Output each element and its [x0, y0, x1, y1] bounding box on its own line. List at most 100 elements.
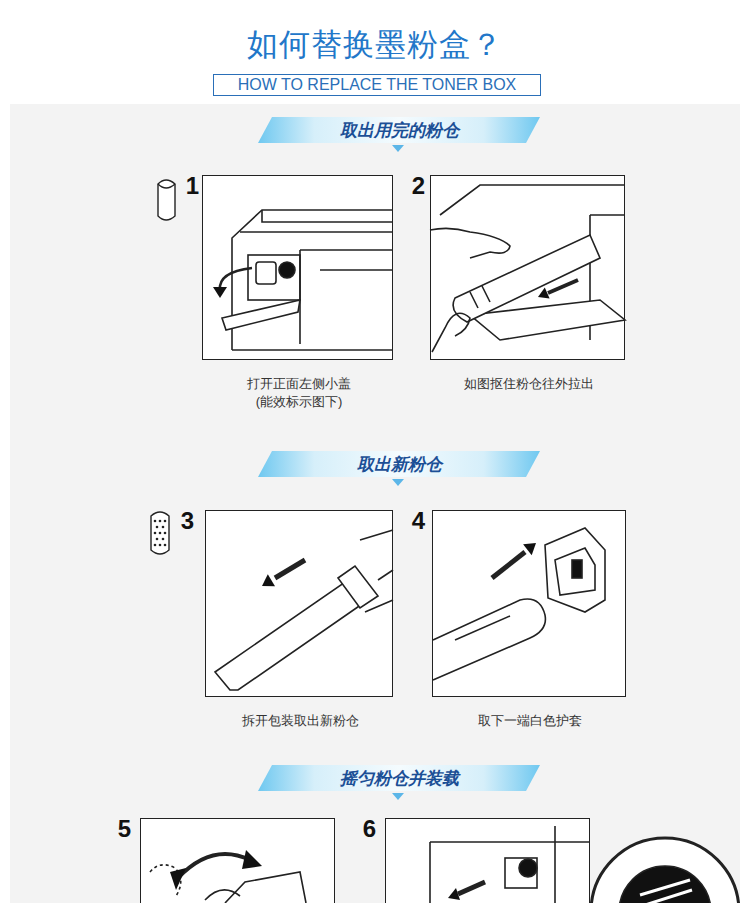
unpack-cartridge — [215, 530, 393, 690]
section-band: 摇匀粉仓并装载 — [258, 765, 540, 791]
remove-cap-part — [572, 560, 582, 578]
copier-open-lid-part — [300, 250, 392, 344]
new-cartridge-icon — [151, 512, 169, 554]
new-cartridge-icon-part-part — [164, 544, 167, 547]
new-cartridge-icon-part — [151, 512, 169, 554]
unpack-cartridge-part — [378, 570, 393, 580]
unpack-cartridge-part — [262, 574, 275, 586]
subtitle-text: HOW TO REPLACE THE TONER BOX — [238, 77, 517, 93]
copier-pull-cartridge-part — [430, 228, 510, 258]
section-heading: 取出用完的粉仓 — [340, 122, 459, 139]
step-number: 6 — [363, 817, 376, 841]
step-number: 1 — [186, 174, 199, 198]
shake-cartridge-part — [170, 868, 186, 890]
band-fill — [258, 117, 540, 143]
section-heading: 摇匀粉仓并装载 — [340, 770, 459, 787]
remove-cap-part — [433, 599, 545, 680]
new-cartridge-icon-part-part — [154, 520, 157, 523]
panel-fill-part — [385, 818, 590, 903]
band-fill — [258, 451, 540, 477]
shake-cartridge-part — [242, 850, 262, 869]
step-panel: 3拆开包装取出新粉仓 — [205, 510, 393, 697]
step-number: 5 — [118, 817, 131, 841]
remove-cap-part — [545, 528, 605, 612]
install-cartridge-part — [448, 888, 460, 900]
remove-cap-part — [555, 548, 595, 595]
unpack-cartridge-part — [275, 560, 305, 578]
copier-open-lid — [213, 210, 392, 350]
copier-pull-cartridge-part — [432, 313, 470, 352]
shake-cartridge — [150, 850, 306, 903]
section-heading: 取出新粉仓 — [357, 456, 442, 473]
install-cartridge-part — [505, 858, 537, 888]
unpack-cartridge-part — [215, 580, 365, 690]
step-caption: 如图抠住粉仓往外拉出 — [439, 375, 619, 393]
step-caption: 拆开包装取出新粉仓 — [210, 712, 390, 730]
copier-open-lid-part — [240, 231, 392, 233]
band-fill — [258, 765, 540, 791]
new-cartridge-icon-part-part — [164, 520, 167, 523]
panel-fill-part — [432, 510, 626, 697]
section-band: 取出用完的粉仓 — [258, 117, 540, 143]
panel-fill — [140, 175, 626, 903]
copier-open-lid-part — [232, 349, 392, 351]
band-pointer-part — [392, 145, 404, 152]
new-cartridge-icon-part — [154, 520, 167, 547]
install-cartridge-part — [458, 882, 485, 894]
copier-open-lid-part — [232, 210, 392, 350]
new-cartridge-icon-part-part — [154, 544, 157, 547]
copier-pull-cartridge-part — [453, 235, 600, 322]
install-cartridge-part — [591, 838, 739, 903]
install-cartridge-part — [619, 866, 711, 903]
new-cartridge-icon-part-part — [159, 544, 162, 547]
step-caption: 打开正面左侧小盖 (能效标示图下) — [243, 375, 355, 411]
cartridge-icon-part — [158, 184, 175, 188]
copier-open-lid-part — [220, 268, 252, 290]
panel-fill-part — [202, 175, 393, 360]
step-number: 2 — [412, 174, 425, 198]
copier-pull-cartridge-part — [440, 185, 625, 215]
cartridge-icon-part — [158, 180, 175, 220]
remove-cap-part — [455, 616, 510, 640]
copier-open-lid-part — [222, 300, 300, 330]
install-cartridge — [430, 826, 739, 903]
new-cartridge-icon-part-part — [162, 526, 165, 529]
step-panel: 5 — [140, 818, 335, 903]
step-panel: 4取下一端白色护套 — [432, 510, 626, 697]
step-panel: 6 — [385, 818, 590, 903]
new-cartridge-icon-part-part — [156, 526, 159, 529]
copier-pull-cartridge-part — [470, 286, 490, 308]
cartridge-icon — [158, 180, 175, 220]
remove-cap-part — [492, 552, 525, 578]
new-cartridge-icon-part-part — [154, 532, 157, 535]
new-cartridge-icon-part-part — [159, 520, 162, 523]
copier-open-lid-part — [262, 210, 392, 222]
shake-cartridge-part — [205, 890, 240, 900]
remove-cap — [433, 528, 605, 680]
copier-pull-cartridge-part — [548, 280, 578, 293]
page-title: 如何替换墨粉盒？ — [0, 26, 750, 63]
band-pointer-part — [392, 793, 404, 800]
panel-ground — [10, 104, 740, 903]
panel-fill-part — [140, 818, 335, 903]
step-number: 3 — [181, 509, 194, 533]
step-panel: 2如图抠住粉仓往外拉出 — [430, 175, 625, 360]
section-band: 取出新粉仓 — [258, 451, 540, 477]
copier-pull-cartridge-part — [538, 288, 550, 299]
shake-cartridge-part — [225, 872, 306, 903]
remove-cap-part — [523, 543, 536, 555]
step-caption: 取下一端白色护套 — [440, 712, 620, 730]
panel-fill-part — [205, 510, 393, 697]
panel-fill-part — [430, 175, 625, 360]
new-cartridge-icon-part-part — [164, 532, 167, 535]
step-number: 4 — [412, 509, 425, 533]
install-cartridge-part — [640, 880, 692, 903]
copier-open-lid-part — [248, 255, 300, 300]
copier-open-lid-part — [256, 262, 276, 284]
install-cartridge-part — [430, 826, 590, 903]
unpack-cartridge-part — [338, 566, 378, 608]
shake-cartridge-part — [178, 854, 250, 878]
new-cartridge-icon-part-part — [159, 532, 162, 535]
step-panel: 1打开正面左侧小盖 (能效标示图下) — [202, 175, 393, 360]
